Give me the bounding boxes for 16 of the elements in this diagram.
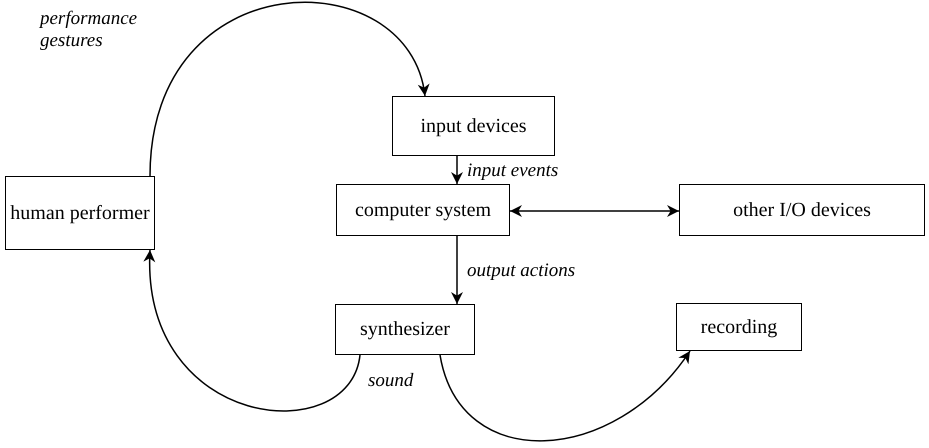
process-box: input devices — [392, 96, 555, 156]
arrow — [510, 205, 679, 217]
process-box: computer system — [336, 184, 510, 236]
arrow — [144, 250, 361, 412]
process-box: human performer — [5, 176, 155, 250]
edge-label: output actions — [467, 260, 576, 282]
edge-label: input events — [467, 160, 560, 182]
edge-label: sound — [368, 370, 414, 392]
arrow — [451, 156, 463, 184]
edge-label: performance gestures — [40, 8, 138, 52]
arrow — [451, 236, 463, 304]
process-box: synthesizer — [335, 304, 475, 355]
process-box: other I/O devices — [679, 184, 925, 236]
process-box: recording — [676, 303, 802, 351]
arrow — [149, 2, 428, 176]
arrow — [439, 350, 691, 442]
